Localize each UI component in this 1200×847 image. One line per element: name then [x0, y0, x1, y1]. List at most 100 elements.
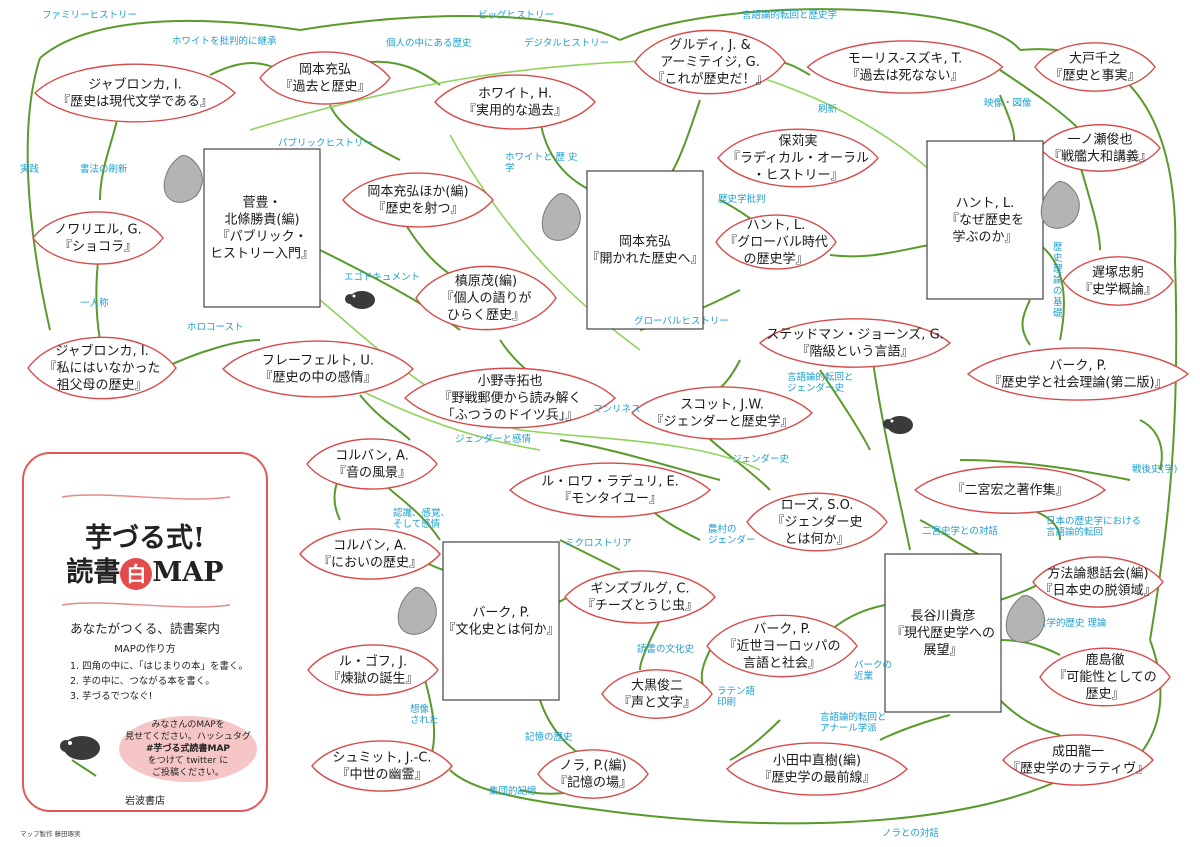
book-nodes: ジャブロンカ, I.『歴史は現代文学である』岡本充弘『過去と歴史』ホワイト, H…	[27, 29, 1190, 799]
book-leaf	[1062, 256, 1174, 306]
book-text: 『歴史学と社会理論(第二版)』	[988, 375, 1167, 391]
legend-step: 3. 芋づるでつなぐ!	[70, 691, 153, 702]
book-text: 『なぜ歴史を	[946, 213, 1024, 228]
book-text: 『二宮宏之著作集』	[951, 482, 1068, 498]
link-label-nihon: 日本の歴史学における	[1046, 515, 1141, 527]
link-label-sasshin: 刷新	[818, 103, 838, 115]
book-leaf	[33, 63, 237, 123]
book-node-schmitt: シュミット, J.-C.『中世の幽霊』	[311, 740, 453, 792]
book-leaf	[717, 128, 879, 188]
mole-icon	[883, 416, 913, 434]
legend-subtitle: あなたがつくる、読書案内	[70, 621, 220, 636]
link-label-shohou: 書法の刷新	[80, 163, 128, 175]
book-node-jab1: ジャブロンカ, I.『歴史は現代文学である』	[33, 63, 237, 123]
book-leaf	[1032, 556, 1164, 608]
link-label-manliness: マンリネス	[593, 404, 641, 415]
book-text: 「ふつうのドイツ兵」』	[442, 408, 579, 423]
link-labels: ファミリーヒストリーホワイトを批判的に継承個人の中にある歴史ビッグヒストリーデジ…	[20, 9, 1177, 839]
link-label-gengo2: 言語論的転回と	[787, 371, 854, 383]
start-book-box	[203, 148, 321, 308]
book-text: グルディ, J. &	[669, 37, 751, 53]
book-leaf	[564, 570, 716, 624]
book-leaf	[706, 614, 858, 678]
book-leaf	[630, 386, 814, 440]
link-label-jissen: 実践	[20, 163, 40, 175]
book-node-burke_cul: バーク, P.『文化史とは何か』	[442, 541, 560, 701]
book-node-legoff: ル・ゴフ, J.『煉獄の誕生』	[307, 644, 439, 696]
book-node-narita: 成田龍一『歴史学のナラティヴ』	[1002, 734, 1154, 786]
book-leaf	[342, 172, 494, 228]
link-label-white_rek: ホワイトと 歴 史	[505, 151, 578, 163]
book-leaf	[913, 466, 1107, 514]
book-node-corbin1: コルバン, A.『音の風景』	[306, 438, 438, 490]
book-node-morris: モーリス-スズキ, T.『過去は死なない』	[806, 40, 1004, 94]
book-text: 『歴史の中の感情』	[259, 370, 376, 386]
book-leaf	[307, 644, 439, 696]
book-text: 『煉獄の誕生』	[327, 672, 418, 687]
mole-icon	[345, 291, 375, 309]
link-label-burke_kingyo: 近業	[854, 670, 874, 682]
book-node-corbin2: コルバン, A.『においの歴史』	[299, 528, 441, 580]
book-text: 『階級という言語』	[796, 344, 913, 360]
book-text: 北條勝貴(編)	[224, 212, 299, 228]
book-leaf	[537, 749, 649, 799]
link-label-kiso: の	[1053, 286, 1063, 297]
book-text: ローズ, S.O.	[781, 497, 854, 513]
book-leaf	[746, 492, 888, 552]
book-text: ル・ロワ・ラデュリ, E.	[541, 474, 679, 490]
book-text: 『歴史と事実』	[1049, 68, 1140, 84]
leaf-icon	[541, 193, 581, 241]
book-text: 『開かれた歴史へ』	[586, 252, 703, 267]
link-label-kiso: 理	[1053, 264, 1063, 275]
book-text: 大黒俊二	[631, 679, 683, 694]
book-leaf	[1002, 734, 1154, 786]
book-text: 『モンタイユー』	[558, 492, 662, 507]
book-node-hosei: 方法論懇話会(編)『日本史の脱領域』	[1032, 556, 1164, 608]
book-node-okamoto2: 岡本充弘『開かれた歴史へ』	[586, 170, 704, 330]
link-label-ichininsho: 一人称	[80, 297, 109, 309]
start-book-box	[442, 541, 560, 701]
vine-ornament	[62, 602, 230, 608]
start-book-box	[586, 170, 704, 330]
book-text: 歴史』	[1085, 687, 1124, 702]
link-label-sengo: 戦後史(学)	[1132, 463, 1177, 475]
book-text: 『文化史とは何か』	[442, 622, 559, 638]
book-text: 保苅実	[778, 133, 817, 149]
book-text: 『ショコラ』	[59, 240, 137, 255]
book-text: 『過去と歴史』	[279, 80, 370, 95]
link-label-nora_dia: ノラとの対話	[882, 827, 939, 839]
book-node-konaka: 小田中直樹(編)『歴史学の最前線』	[725, 742, 909, 796]
book-node-scott: スコット, J.W.『ジェンダーと歴史学』	[630, 386, 814, 440]
book-text: とは何か』	[784, 531, 849, 547]
book-text: 『近世ヨーロッパの	[723, 639, 840, 654]
leaf-icon	[1040, 181, 1080, 229]
credit-text: マップ製作 藤田琢実	[20, 830, 81, 838]
book-text: 『これが歴史だ！』	[651, 72, 768, 87]
book-text: ひらく歴史』	[447, 308, 525, 323]
book-node-onodera: 小野寺拓也『野戦郵便から読み解く「ふつうのドイツ兵」』	[403, 367, 617, 429]
book-node-frevert: フレーフェルト, U.『歴史の中の感情』	[221, 340, 415, 398]
link-label-eizo: 映像・図像	[984, 97, 1032, 109]
hashtag-bubble: みなさんのMAPを 見せてください。ハッシュタグ #芋づる式読書MAP をつけて…	[119, 716, 257, 782]
book-leaf	[221, 340, 415, 398]
link-label-shudan: 集団的記憶	[489, 785, 537, 797]
book-leaf	[434, 74, 596, 130]
link-label-latin: ラテン語	[717, 685, 756, 697]
link-label-kiso: 歴	[1053, 242, 1063, 253]
book-text: 『個人の語りが	[440, 290, 531, 306]
link-label-latin: 印刷	[717, 696, 736, 708]
link-label-tetsugaku: 哲学的歴史 理論	[1037, 617, 1107, 629]
book-leaf	[311, 740, 453, 792]
book-text: 遅塚忠躬	[1092, 265, 1144, 281]
book-text: 『戦艦大和講義』	[1048, 149, 1152, 165]
book-text: ノラ, P.(編)	[559, 758, 626, 774]
link-label-gengo1: 言語論的転回と歴史学	[742, 9, 837, 21]
link-label-ninsiki: 認識、感覚、	[393, 507, 450, 519]
book-node-okamoto_ed: 岡本充弘ほか(編)『歴史を射つ』	[342, 172, 494, 228]
book-text: 『過去は死なない』	[846, 69, 963, 84]
book-text: 長谷川貴彦	[910, 608, 975, 624]
link-label-nihon: 言語論的転回	[1046, 526, 1103, 538]
book-text: 『中世の幽霊』	[336, 768, 427, 783]
